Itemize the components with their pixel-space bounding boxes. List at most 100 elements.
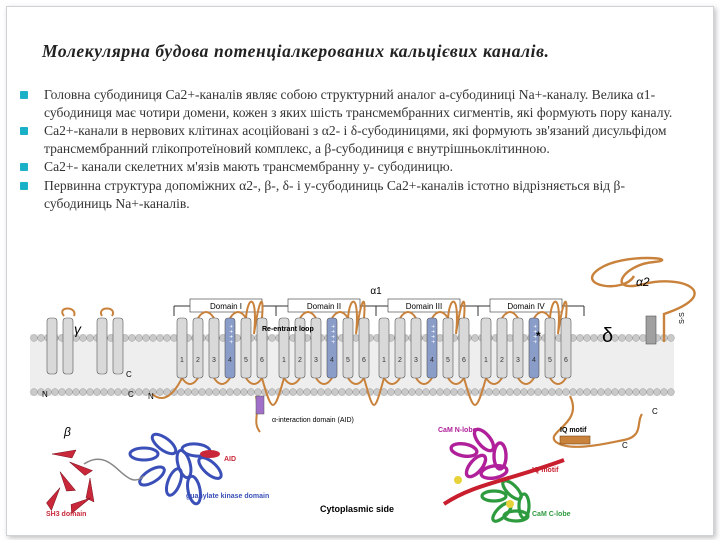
lipid-head xyxy=(548,388,556,396)
segment-number: 4 xyxy=(430,357,434,364)
lipid-head xyxy=(394,388,402,396)
bullet-item: Са2+-канали в нервових клітинах асоційов… xyxy=(20,122,688,157)
domain-iv-label: Domain IV xyxy=(507,302,545,311)
segment-loop xyxy=(431,311,449,319)
interdomain-loop xyxy=(363,377,385,406)
gamma-subunit: γ N C xyxy=(42,307,134,399)
alpha2-label: α2 xyxy=(636,275,650,289)
segment-helix xyxy=(326,317,338,379)
segment-helix xyxy=(192,317,204,379)
lipid-head xyxy=(436,388,444,396)
cam-c-lobe-label: CaM C-lobe xyxy=(532,511,571,518)
alpha1-n-tail xyxy=(151,377,183,399)
lipid-head xyxy=(618,388,626,396)
lipid-head xyxy=(499,388,507,396)
cam-n-lobe-label: CaM N-lobe xyxy=(438,427,477,434)
lipid-head xyxy=(65,388,73,396)
guk-domain-label: guanylate kinase domain xyxy=(186,493,269,500)
segment-number: 6 xyxy=(564,357,568,364)
segment-number: 1 xyxy=(282,357,286,364)
cam-c-lobe-helix xyxy=(480,489,508,503)
segment-helix xyxy=(410,317,422,379)
segment-loop xyxy=(517,377,535,385)
segment-number: 3 xyxy=(516,357,520,364)
lipid-head xyxy=(240,388,248,396)
cam-n-lobe-helix xyxy=(492,441,508,471)
segment-number: 5 xyxy=(548,357,552,364)
segment-loop xyxy=(485,377,503,385)
segment-number: 2 xyxy=(298,357,302,364)
beta-sheet-arrow xyxy=(69,461,93,476)
lipid-head xyxy=(226,388,234,396)
segment-loop xyxy=(549,377,567,385)
segment-loop xyxy=(447,377,465,385)
segment-loop xyxy=(245,377,263,385)
lipid-head xyxy=(289,388,297,396)
lipid-head xyxy=(590,334,598,342)
lipid-head xyxy=(618,334,626,342)
lipid-head xyxy=(604,388,612,396)
segment-loop xyxy=(331,311,349,319)
s4-charge-marks: + + + + xyxy=(429,324,435,344)
segment-loop xyxy=(299,311,317,319)
lipid-head xyxy=(135,388,143,396)
aid-region: α-interaction domain (AID) xyxy=(255,395,354,433)
beta-sheet-arrow xyxy=(70,497,91,514)
cam-n-lobe-helix xyxy=(472,427,496,453)
bullet-list: Головна субодиниця Са2+-каналів являє со… xyxy=(20,86,688,213)
sh3-domain-label: SH3 domain xyxy=(46,511,86,518)
s4-charge-marks: + + + + xyxy=(227,324,233,344)
s4-charge-marks: + + + + xyxy=(531,324,537,344)
segment-helix xyxy=(256,317,268,379)
lipid-head xyxy=(107,388,115,396)
lipid-head xyxy=(310,388,318,396)
beta-sheet-arrow xyxy=(85,477,95,503)
segment-number: 4 xyxy=(228,357,232,364)
star-mark: * xyxy=(536,329,541,343)
domain-iii-label: Domain III xyxy=(406,302,442,311)
aid-label: α-interaction domain (AID) xyxy=(272,417,354,424)
beta-sheet-arrow xyxy=(59,471,76,492)
lipid-head xyxy=(219,388,227,396)
segment-helix xyxy=(544,317,556,379)
lipid-head xyxy=(268,334,276,342)
lipid-head xyxy=(667,334,675,342)
lipid-head xyxy=(359,388,367,396)
segment-helix xyxy=(310,317,322,379)
domain-iii-box xyxy=(387,298,461,313)
gamma-helix xyxy=(96,317,108,375)
cam-c-lobe-helix xyxy=(502,509,530,523)
alpha1-label: α1 xyxy=(370,286,382,297)
cam-iq-motif-label: IQ motif xyxy=(532,467,559,474)
cam-c-lobe-helix xyxy=(517,492,531,520)
lipid-head xyxy=(562,388,570,396)
cam-n-lobe-helix xyxy=(464,453,488,479)
lipid-head xyxy=(191,388,199,396)
lipid-head xyxy=(142,334,150,342)
lipid-head xyxy=(352,334,360,342)
lipid-head xyxy=(86,388,94,396)
segment-number: 6 xyxy=(260,357,264,364)
segment-loop xyxy=(315,377,333,385)
segment-number: 1 xyxy=(484,357,488,364)
alpha1-c-label: C xyxy=(126,370,132,379)
lipid-head xyxy=(30,334,38,342)
lipid-head xyxy=(184,388,192,396)
gamma-helix xyxy=(112,317,124,375)
segment-helix xyxy=(496,317,508,379)
lipid-head xyxy=(79,388,87,396)
lipid-head xyxy=(583,388,591,396)
lipid-head xyxy=(324,388,332,396)
beta-aid-helix xyxy=(200,450,220,458)
segment-loop xyxy=(213,377,231,385)
beta-subunit-structure: β AID guanylate kinase domain SH3 domain xyxy=(46,425,269,518)
lipid-head xyxy=(632,334,640,342)
lipid-head xyxy=(296,388,304,396)
cytoplasmic-side-label: Cytoplasmic side xyxy=(320,504,394,514)
lipid-head xyxy=(149,334,157,342)
lipid-head xyxy=(268,388,276,396)
lipid-head xyxy=(114,388,122,396)
pore-loop xyxy=(447,300,466,335)
delta-label: δ xyxy=(602,325,613,347)
lipid-head xyxy=(576,388,584,396)
